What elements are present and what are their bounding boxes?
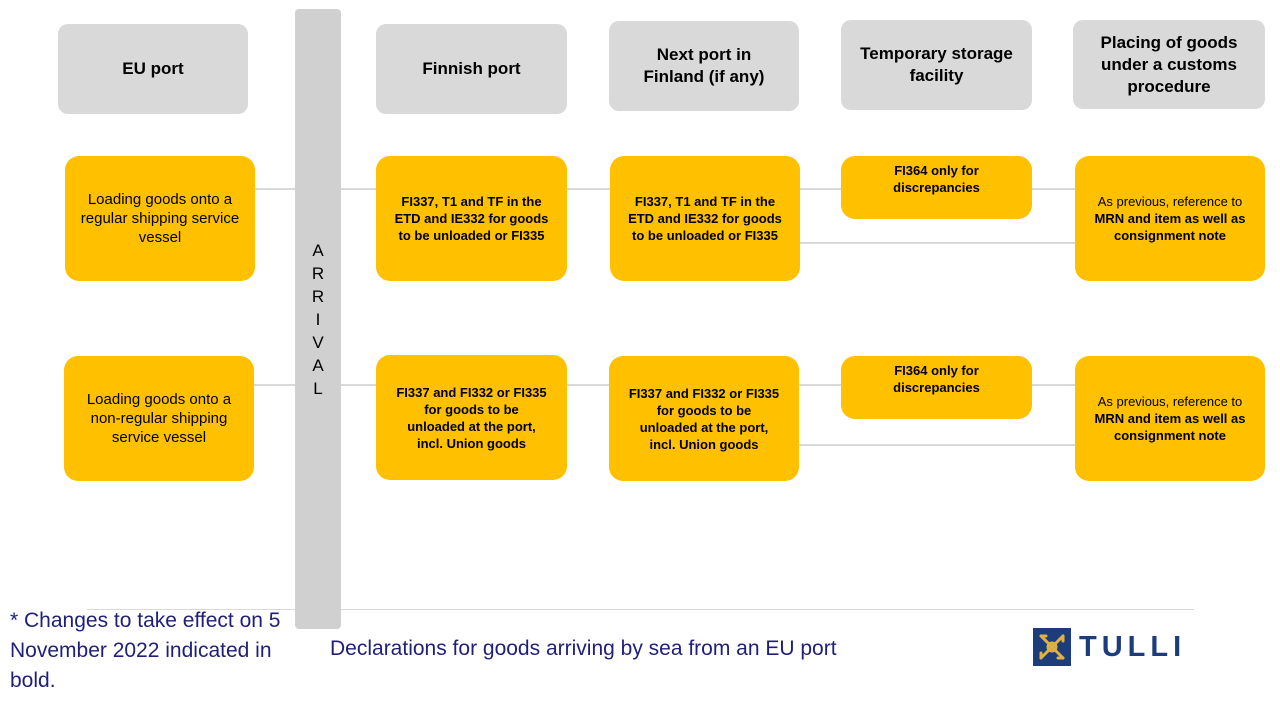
arrival-letter: R [311, 287, 325, 306]
row1-next-port-box: FI337, T1 and TF in the ETD and IE332 fo… [610, 156, 800, 281]
arrival-letter: R [311, 264, 325, 283]
placing-prefix: As previous, reference to [1097, 394, 1243, 409]
header-eu-port: EU port [58, 24, 248, 114]
row2-eu-port-box: Loading goods onto a non-regular shippin… [64, 356, 254, 481]
connector-line [799, 444, 1076, 446]
header-placing-of-goods: Placing of goods under a customs procedu… [1073, 20, 1265, 109]
arrival-letter: V [312, 333, 324, 352]
row1-temp-storage-box: FI364 only for discrepancies [841, 156, 1032, 219]
row2-temp-storage-box: FI364 only for discrepancies [841, 356, 1032, 419]
connector-line [800, 242, 1077, 244]
row1-placing-text: As previous, reference to MRN and item a… [1091, 193, 1249, 244]
arrival-letter: A [312, 356, 324, 375]
placing-bold: MRN and item as well as consignment note [1094, 211, 1246, 243]
arrival-letter: L [313, 379, 323, 398]
row1-finnish-port-box: FI337, T1 and TF in the ETD and IE332 fo… [376, 156, 567, 281]
customs-emblem-icon [1033, 628, 1071, 666]
divider-line [87, 609, 1194, 610]
arrival-bar: A R R I V A L [295, 9, 341, 629]
header-next-port: Next port in Finland (if any) [609, 21, 799, 111]
row2-placing-box: As previous, reference to MRN and item a… [1075, 356, 1265, 481]
footnote: * Changes to take effect on 5 November 2… [10, 609, 281, 692]
tulli-logo: TULLI [1033, 628, 1186, 666]
row1-placing-box: As previous, reference to MRN and item a… [1075, 156, 1265, 281]
row2-placing-text: As previous, reference to MRN and item a… [1091, 393, 1249, 444]
header-finnish-port: Finnish port [376, 24, 567, 114]
placing-bold: MRN and item as well as consignment note [1094, 411, 1246, 443]
placing-prefix: As previous, reference to [1097, 194, 1243, 209]
row1-eu-port-box: Loading goods onto a regular shipping se… [65, 156, 255, 281]
arrival-letter: I [315, 310, 321, 329]
row2-finnish-port-box: FI337 and FI332 or FI335 for goods to be… [376, 355, 567, 480]
slide-caption: Declarations for goods arriving by sea f… [330, 637, 837, 660]
header-temporary-storage: Temporary storage facility [841, 20, 1032, 110]
row2-next-port-box: FI337 and FI332 or FI335 for goods to be… [609, 356, 799, 481]
arrival-letter: A [312, 241, 324, 260]
logo-wordmark: TULLI [1079, 631, 1187, 663]
arrival-label: A R R I V A L [295, 239, 341, 400]
